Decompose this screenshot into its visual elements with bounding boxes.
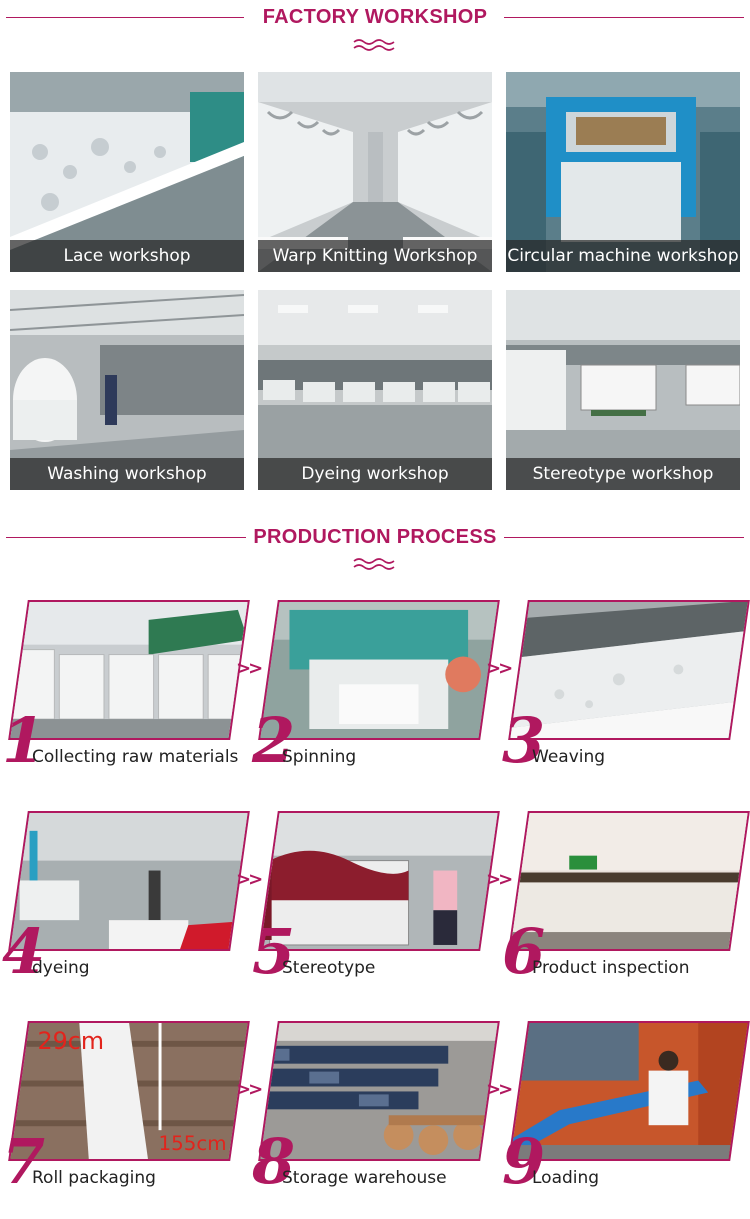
step-photo-frame <box>508 811 750 951</box>
arrow-icon: >> <box>236 1079 263 1100</box>
workshop-card-lace[interactable]: Lace workshop <box>10 72 244 272</box>
inspection-photo <box>508 811 750 951</box>
step-label: Spinning <box>282 747 357 767</box>
process-step-7: 29cm 155cm 7 Roll packaging <box>2 1021 250 1201</box>
workshop-label: Stereotype workshop <box>506 458 740 490</box>
step-label: Weaving <box>532 747 606 767</box>
step-label: dyeing <box>32 958 90 978</box>
step-photo-frame <box>258 811 500 951</box>
wave-decoration-icon <box>353 39 395 51</box>
stereotype-step-photo <box>258 811 500 951</box>
step-number: 5 <box>252 915 296 988</box>
step-number: 6 <box>502 915 546 988</box>
step-label: Storage warehouse <box>282 1168 447 1188</box>
production-process-header: PRODUCTION PROCESS <box>0 520 750 560</box>
step-number: 1 <box>2 704 46 777</box>
spinning-photo <box>258 600 500 740</box>
workshop-card-washing[interactable]: Washing workshop <box>10 290 244 490</box>
workshop-label: Circular machine workshop <box>506 240 740 272</box>
step-number: 8 <box>252 1125 296 1198</box>
workshop-label: Lace workshop <box>10 240 244 272</box>
step-photo-frame <box>508 1021 750 1161</box>
header-rule-right <box>504 17 744 18</box>
production-process-title: PRODUCTION PROCESS <box>253 526 497 548</box>
process-step-9: 9 Loading <box>502 1021 750 1201</box>
workshop-label: Washing workshop <box>10 458 244 490</box>
step-label: Product inspection <box>532 958 690 978</box>
wave-decoration-icon <box>353 558 395 570</box>
workshop-card-circular-machine[interactable]: Circular machine workshop <box>506 72 740 272</box>
raw-materials-photo <box>8 600 250 740</box>
step-number: 2 <box>252 704 296 777</box>
measure-top-text: 29cm <box>38 1027 105 1055</box>
step-photo-frame <box>258 1021 500 1161</box>
arrow-icon: >> <box>486 658 513 679</box>
loading-photo <box>508 1021 750 1161</box>
factory-workshop-title: FACTORY WORKSHOP <box>262 6 488 28</box>
factory-workshop-header: FACTORY WORKSHOP <box>0 0 750 40</box>
header-rule-right <box>504 537 744 538</box>
step-photo-frame <box>508 600 750 740</box>
arrow-icon: >> <box>236 658 263 679</box>
step-number: 4 <box>2 915 46 988</box>
workshop-label: Dyeing workshop <box>258 458 492 490</box>
step-photo-frame <box>8 811 250 951</box>
arrow-icon: >> <box>236 869 263 890</box>
step-number: 7 <box>2 1125 46 1198</box>
workshop-card-dyeing[interactable]: Dyeing workshop <box>258 290 492 490</box>
step-photo-frame <box>8 600 250 740</box>
arrow-icon: >> <box>486 869 513 890</box>
step-number: 3 <box>502 704 546 777</box>
circular-machine-photo <box>506 72 740 272</box>
measure-bottom-text: 155cm <box>159 1132 227 1155</box>
process-step-5: 5 Stereotype <box>252 811 500 991</box>
workshop-card-stereotype[interactable]: Stereotype workshop <box>506 290 740 490</box>
process-step-4: 4 dyeing <box>2 811 250 991</box>
process-step-2: 2 Spinning <box>252 600 500 780</box>
step-label: Loading <box>532 1168 600 1188</box>
step-label: Collecting raw materials <box>32 747 239 767</box>
warehouse-photo <box>258 1021 500 1161</box>
dyeing-step-photo <box>8 811 250 951</box>
header-rule-left <box>6 537 246 538</box>
process-step-1: 1 Collecting raw materials <box>2 600 250 780</box>
workshop-label: Warp Knitting Workshop <box>258 240 492 272</box>
header-rule-left <box>6 17 244 18</box>
process-step-6: 6 Product inspection <box>502 811 750 991</box>
step-photo-frame <box>258 600 500 740</box>
workshop-card-warp-knitting[interactable]: Warp Knitting Workshop <box>258 72 492 272</box>
step-label: Roll packaging <box>32 1168 156 1188</box>
arrow-icon: >> <box>486 1079 513 1100</box>
step-number: 9 <box>502 1125 546 1198</box>
step-label: Stereotype <box>282 958 376 978</box>
process-step-8: 8 Storage warehouse <box>252 1021 500 1201</box>
roll-packaging-photo: 29cm 155cm <box>8 1021 250 1161</box>
process-step-3: 3 Weaving <box>502 600 750 780</box>
step-photo-frame: 29cm 155cm <box>8 1021 250 1161</box>
weaving-photo <box>508 600 750 740</box>
